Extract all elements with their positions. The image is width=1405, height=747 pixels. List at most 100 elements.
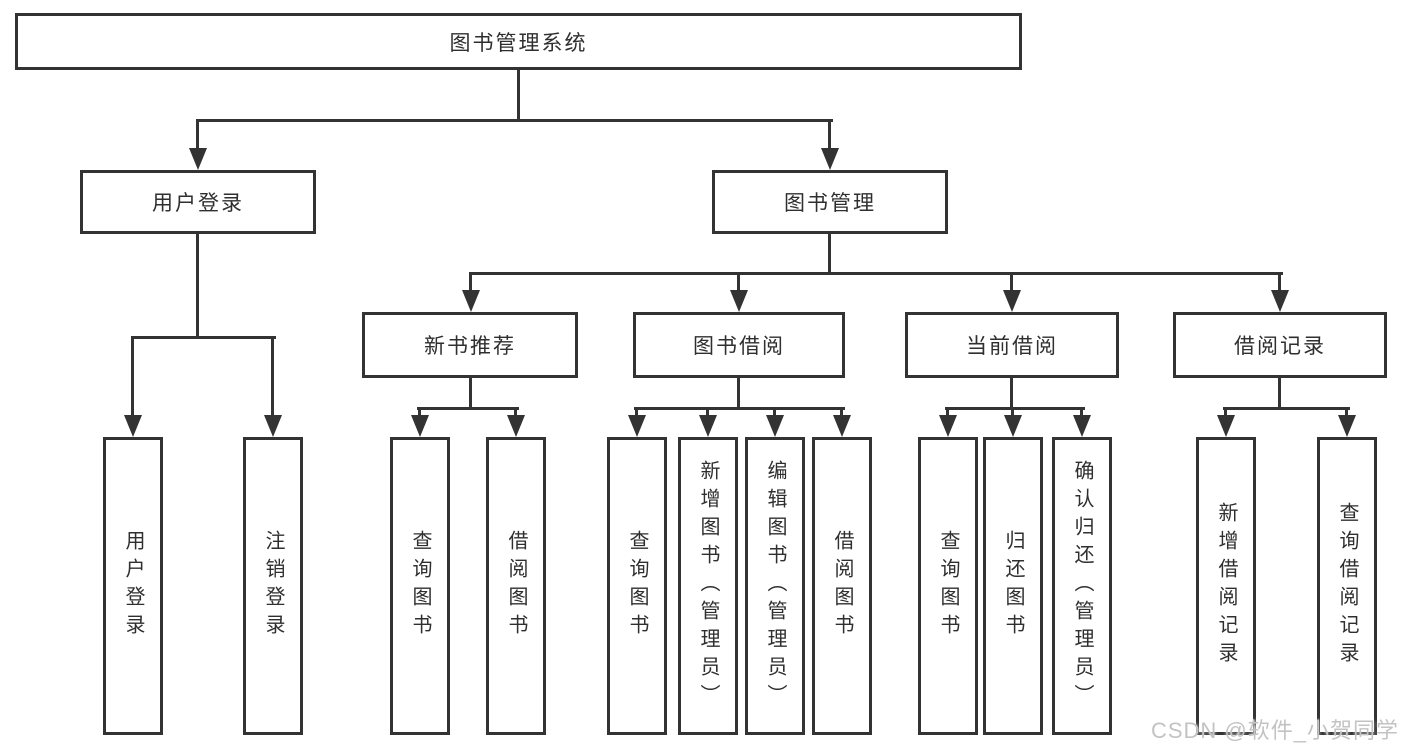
connector-new-book-trunk xyxy=(469,378,472,407)
arrow-shaft xyxy=(514,407,517,415)
arrow-down-icon xyxy=(507,407,525,437)
node-user-login-label: 用户登录 xyxy=(152,192,244,215)
arrow-shaft xyxy=(635,407,638,415)
arrow-shaft xyxy=(1010,272,1013,290)
leaf-borrow-books-recommend-label: 借阅图书 xyxy=(505,530,527,642)
connector-current-borrowing-branch xyxy=(945,407,1085,410)
arrowhead-icon xyxy=(264,415,282,437)
leaf-borrow-books: 借阅图书 xyxy=(812,437,872,735)
arrowhead-icon xyxy=(833,415,851,437)
arrow-shaft xyxy=(737,272,740,290)
connector-root-trunk xyxy=(517,70,520,119)
leaf-logout: 注销登录 xyxy=(243,437,303,735)
arrow-down-icon xyxy=(821,119,839,170)
arrowhead-icon xyxy=(766,415,784,437)
leaf-query-books-recommend: 查询图书 xyxy=(390,437,450,735)
leaf-edit-books-admin-label: 编辑图书（管理员） xyxy=(764,460,786,712)
arrow-shaft xyxy=(196,119,199,148)
arrowhead-icon xyxy=(1073,415,1091,437)
arrowhead-icon xyxy=(730,290,748,312)
node-book-borrowing-label: 图书借阅 xyxy=(693,335,785,358)
arrow-shaft xyxy=(1345,407,1348,415)
watermark: CSDN @软件_小贺同学 xyxy=(1150,718,1399,743)
node-new-book-recommendation-label: 新书推荐 xyxy=(424,335,516,358)
leaf-user-login: 用户登录 xyxy=(103,437,163,735)
node-user-login: 用户登录 xyxy=(80,170,316,234)
arrow-down-icon xyxy=(1338,407,1356,437)
node-library-management-system: 图书管理系统 xyxy=(15,13,1022,70)
connector-borrowing-records-trunk xyxy=(1278,378,1281,407)
arrow-down-icon xyxy=(462,272,480,312)
arrow-down-icon xyxy=(189,119,207,170)
connector-borrowing-records-branch xyxy=(1223,407,1350,410)
node-current-borrowing-label: 当前借阅 xyxy=(966,335,1058,358)
arrow-down-icon xyxy=(1073,407,1091,437)
leaf-add-books-admin-label: 新增图书（管理员） xyxy=(697,460,719,712)
leaf-query-books-current-label: 查询图书 xyxy=(937,530,959,642)
arrow-shaft xyxy=(946,407,949,415)
arrow-down-icon xyxy=(264,336,282,437)
leaf-user-login-label: 用户登录 xyxy=(122,530,144,642)
connector-new-book-branch xyxy=(417,407,519,410)
connector-user-login-branch xyxy=(131,336,276,339)
arrow-down-icon xyxy=(1217,407,1235,437)
node-library-management-system-label: 图书管理系统 xyxy=(449,31,588,55)
connector-book-management-trunk xyxy=(828,234,831,272)
leaf-confirm-return-admin: 确认归还（管理员） xyxy=(1052,437,1112,735)
leaf-query-books-current: 查询图书 xyxy=(918,437,978,735)
arrow-shaft xyxy=(1278,272,1281,290)
arrowhead-icon xyxy=(507,415,525,437)
leaf-query-books-borrowing-label: 查询图书 xyxy=(626,530,648,642)
node-borrowing-records: 借阅记录 xyxy=(1173,312,1387,378)
node-book-borrowing: 图书借阅 xyxy=(633,312,845,378)
arrow-down-icon xyxy=(124,336,142,437)
arrowhead-icon xyxy=(1271,290,1289,312)
connector-root-branch xyxy=(197,119,833,122)
leaf-add-borrow-record-label: 新增借阅记录 xyxy=(1215,502,1237,670)
arrow-down-icon xyxy=(411,407,429,437)
arrowhead-icon xyxy=(411,415,429,437)
arrow-down-icon xyxy=(730,272,748,312)
arrow-down-icon xyxy=(628,407,646,437)
leaf-borrow-books-label: 借阅图书 xyxy=(831,530,853,642)
arrow-shaft xyxy=(706,407,709,415)
leaf-return-books: 归还图书 xyxy=(983,437,1043,735)
leaf-edit-books-admin: 编辑图书（管理员） xyxy=(745,437,805,735)
arrowhead-icon xyxy=(189,148,207,170)
arrow-shaft xyxy=(840,407,843,415)
arrowhead-icon xyxy=(939,415,957,437)
arrow-down-icon xyxy=(1003,272,1021,312)
connector-current-borrowing-trunk xyxy=(1010,378,1013,407)
arrow-down-icon xyxy=(766,407,784,437)
arrowhead-icon xyxy=(628,415,646,437)
arrow-down-icon xyxy=(939,407,957,437)
leaf-add-books-admin: 新增图书（管理员） xyxy=(678,437,738,735)
arrowhead-icon xyxy=(1003,290,1021,312)
arrow-shaft xyxy=(418,407,421,415)
leaf-logout-label: 注销登录 xyxy=(262,530,284,642)
node-new-book-recommendation: 新书推荐 xyxy=(362,312,578,378)
arrowhead-icon xyxy=(462,290,480,312)
arrow-shaft xyxy=(1224,407,1227,415)
arrowhead-icon xyxy=(124,415,142,437)
leaf-query-borrow-record: 查询借阅记录 xyxy=(1317,437,1377,735)
node-book-management: 图书管理 xyxy=(712,170,948,234)
leaf-borrow-books-recommend: 借阅图书 xyxy=(486,437,546,735)
connector-book-borrowing-branch xyxy=(634,407,845,410)
leaf-add-borrow-record: 新增借阅记录 xyxy=(1196,437,1256,735)
arrow-shaft xyxy=(828,119,831,148)
arrow-shaft xyxy=(773,407,776,415)
arrow-shaft xyxy=(1080,407,1083,415)
arrowhead-icon xyxy=(821,148,839,170)
arrowhead-icon xyxy=(699,415,717,437)
node-current-borrowing: 当前借阅 xyxy=(905,312,1119,378)
leaf-confirm-return-admin-label: 确认归还（管理员） xyxy=(1071,460,1093,712)
arrowhead-icon xyxy=(1217,415,1235,437)
arrowhead-icon xyxy=(1004,415,1022,437)
arrow-shaft xyxy=(1011,407,1014,415)
leaf-query-books-recommend-label: 查询图书 xyxy=(409,530,431,642)
connector-book-management-branch xyxy=(469,272,1283,275)
leaf-query-books-borrowing: 查询图书 xyxy=(607,437,667,735)
arrow-shaft xyxy=(469,272,472,290)
